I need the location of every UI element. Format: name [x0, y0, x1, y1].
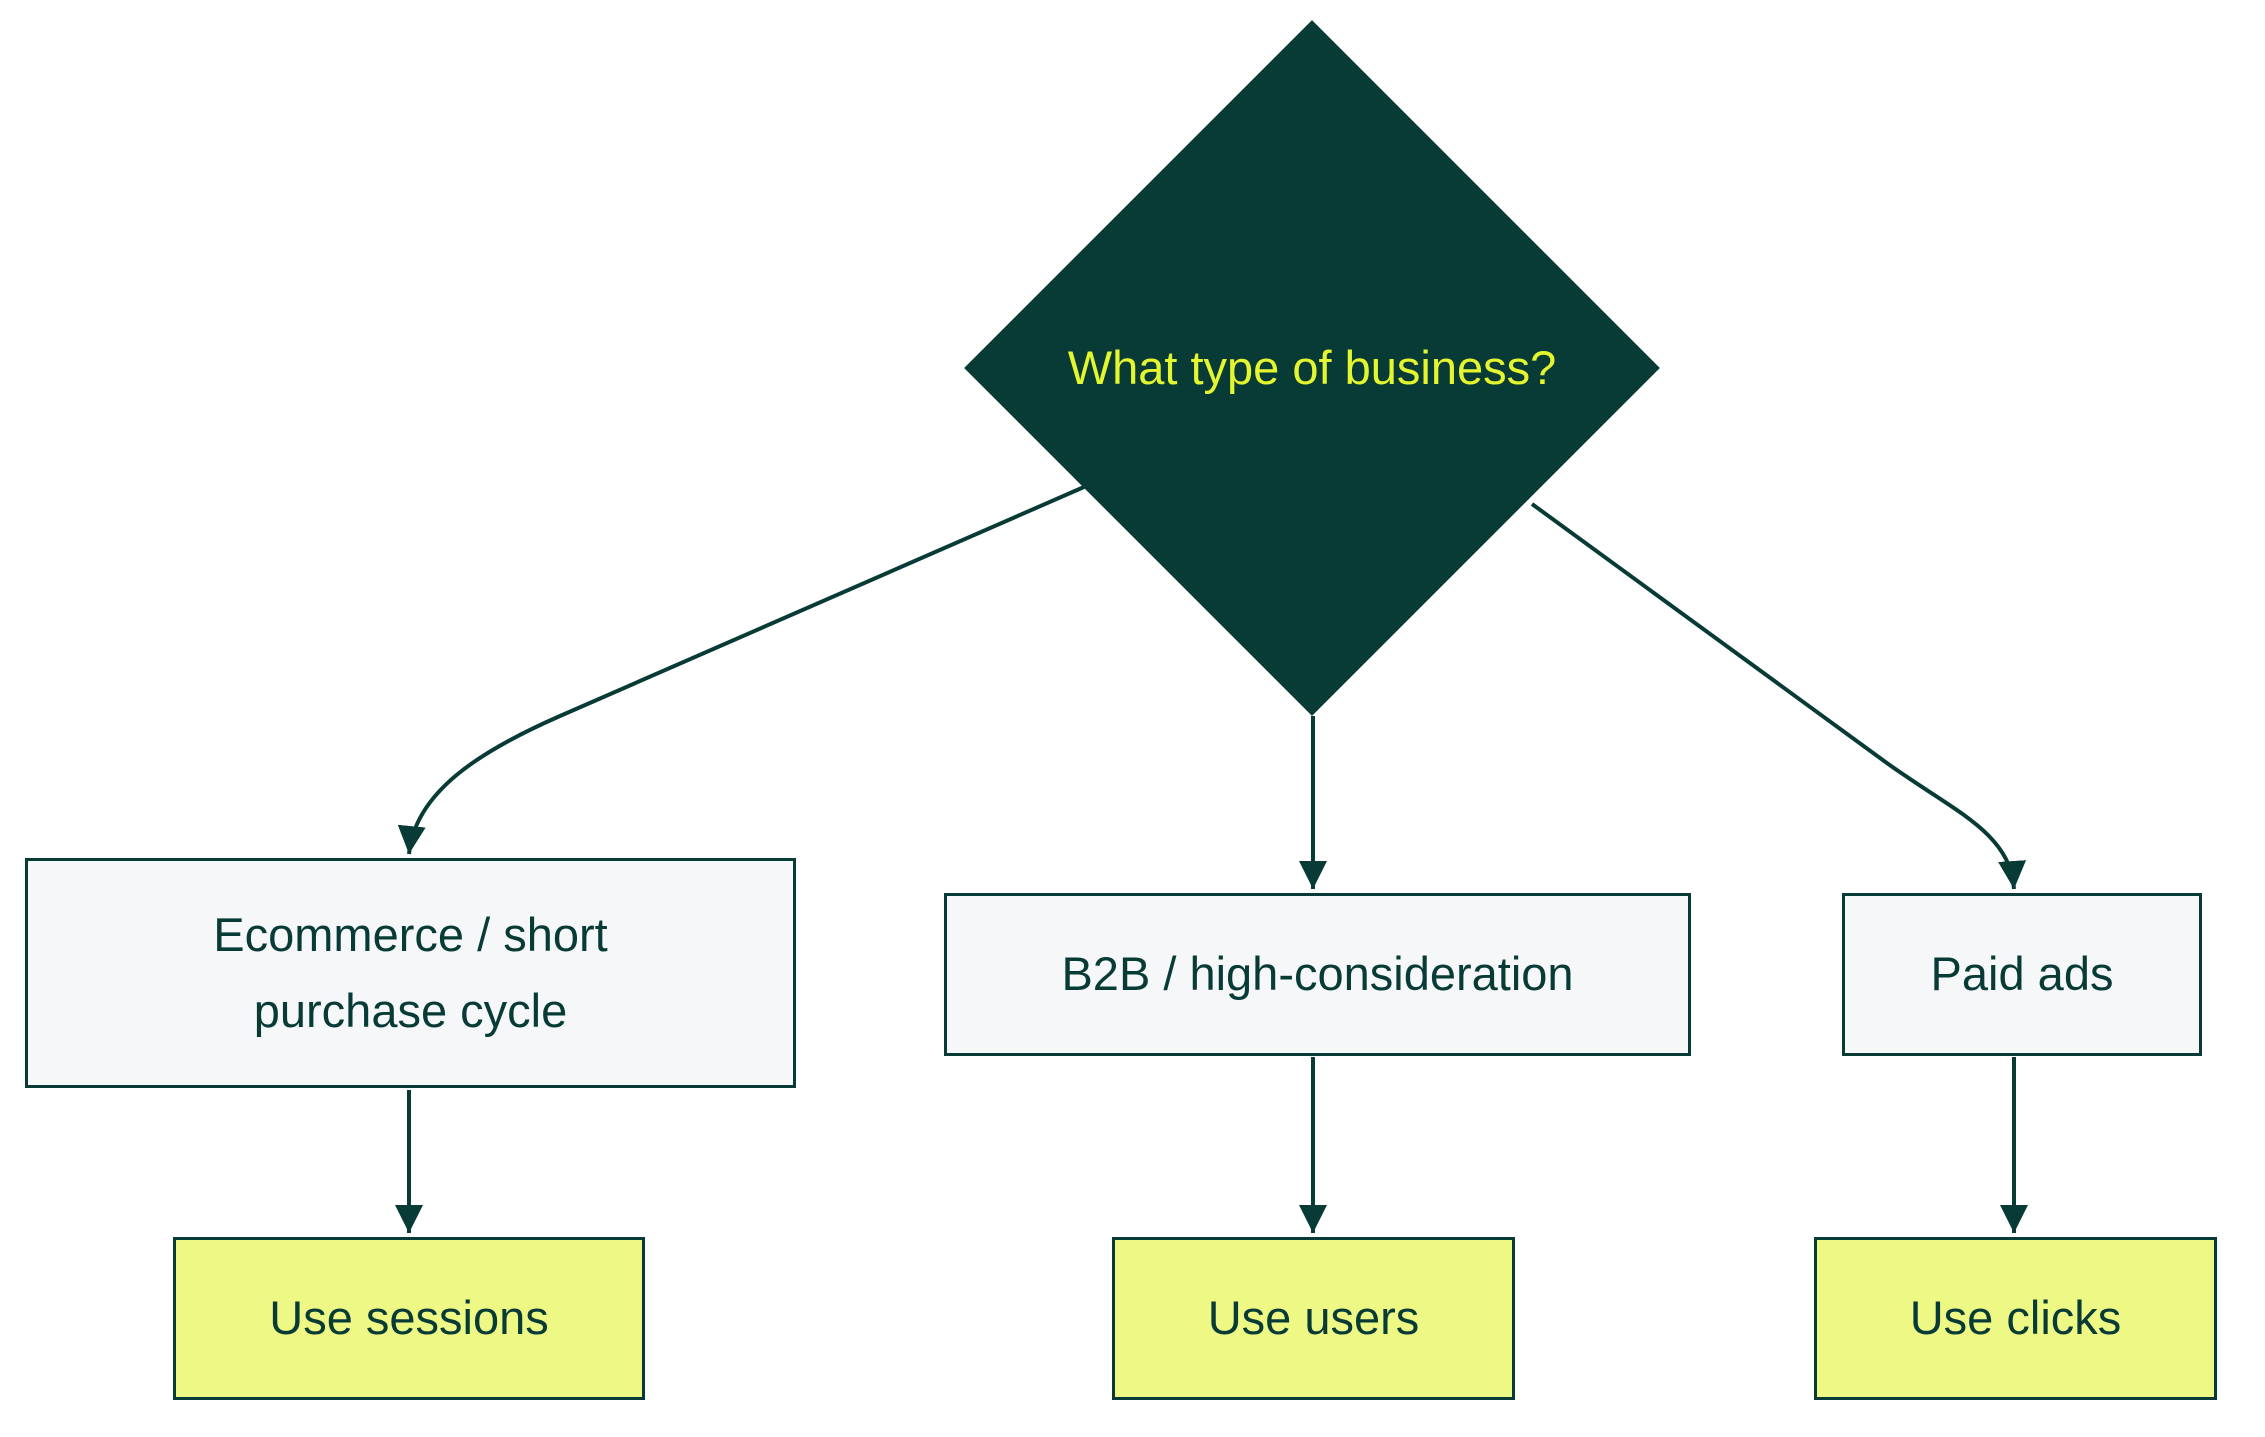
- outcome-node-use-users: Use users: [1112, 1237, 1515, 1400]
- edge-decision-to-paid-ads: [1530, 502, 2027, 890]
- condition-node-paid-ads: Paid ads: [1842, 893, 2202, 1056]
- edge-decision-to-ecommerce: [397, 485, 1085, 855]
- condition-label: Paid ads: [1930, 947, 2114, 1001]
- condition-label: Ecommerce / short purchase cycle: [213, 907, 608, 1037]
- outcome-node-use-clicks: Use clicks: [1814, 1237, 2217, 1400]
- outcome-node-use-sessions: Use sessions: [173, 1237, 645, 1400]
- outcome-label: Use sessions: [269, 1291, 549, 1345]
- decision-label: What type of business?: [1067, 341, 1557, 394]
- condition-label: B2B / high-consideration: [1061, 947, 1574, 1001]
- outcome-label: Use users: [1207, 1291, 1420, 1345]
- condition-node-b2b: B2B / high-consideration: [944, 893, 1691, 1056]
- outcome-label: Use clicks: [1909, 1291, 2122, 1345]
- condition-node-ecommerce: Ecommerce / short purchase cycle: [25, 858, 796, 1088]
